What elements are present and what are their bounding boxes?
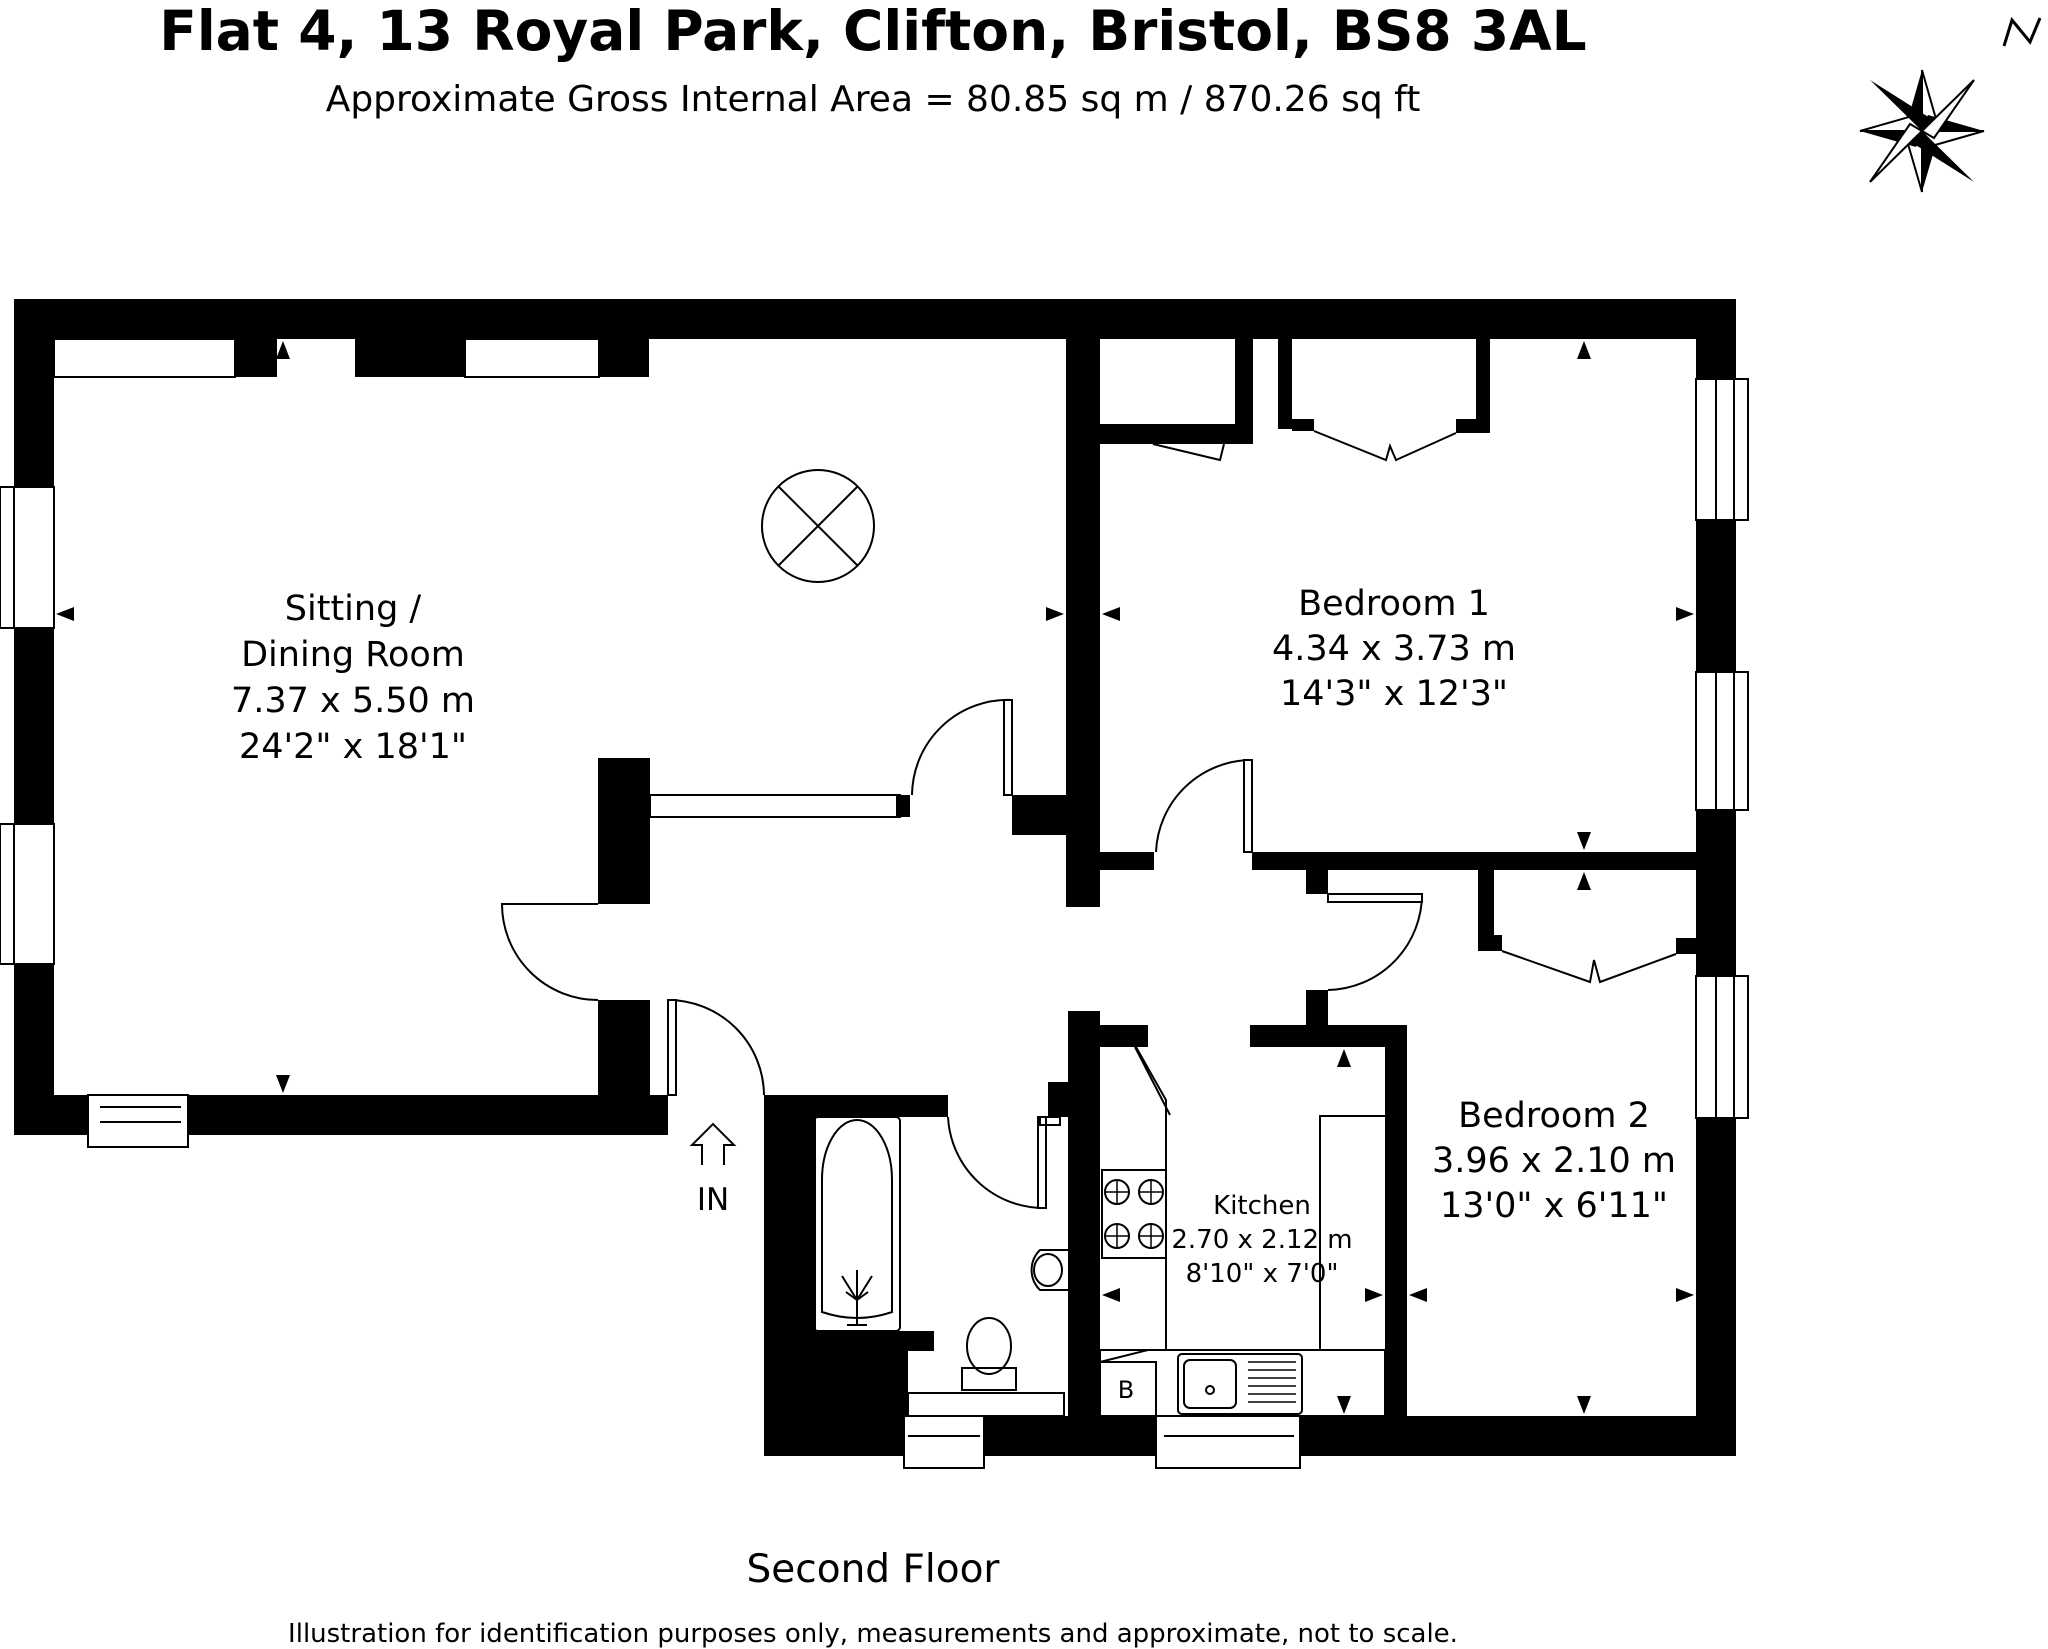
entrance-arrow-icon xyxy=(689,1122,737,1165)
room-size-metric: 4.34 x 3.73 m xyxy=(1272,629,1516,669)
disclaimer: Illustration for identification purposes… xyxy=(288,1619,1458,1649)
room-size-imperial: 13'0" x 6'11" xyxy=(1440,1186,1668,1226)
windows xyxy=(0,338,1749,1469)
room-size-imperial: 24'2" x 18'1" xyxy=(239,727,467,767)
room-size-imperial: 14'3" x 12'3" xyxy=(1280,674,1508,714)
room-name: Bedroom 1 xyxy=(1298,584,1490,624)
page-title: Flat 4, 13 Royal Park, Clifton, Bristol,… xyxy=(159,0,1586,63)
room-label-bedroom-2: Bedroom 2 3.96 x 2.10 m 13'0" x 6'11" xyxy=(1432,1096,1676,1226)
room-name: Dining Room xyxy=(241,635,465,675)
room-name: Bedroom 2 xyxy=(1458,1096,1650,1136)
room-size-imperial: 8'10" x 7'0" xyxy=(1186,1259,1339,1289)
north-label xyxy=(2002,16,2042,47)
compass-icon xyxy=(1859,69,1985,193)
entrance-label: IN xyxy=(697,1182,729,1218)
room-size-metric: 7.37 x 5.50 m xyxy=(231,681,475,721)
room-size-metric: 2.70 x 2.12 m xyxy=(1171,1225,1352,1255)
gross-area: Approximate Gross Internal Area = 80.85 … xyxy=(326,79,1421,120)
room-label-sitting: Sitting / Dining Room 7.37 x 5.50 m 24'2… xyxy=(231,589,475,767)
room-label-bedroom-1: Bedroom 1 4.34 x 3.73 m 14'3" x 12'3" xyxy=(1272,584,1516,714)
room-size-metric: 3.96 x 2.10 m xyxy=(1432,1141,1676,1181)
boiler-label: B xyxy=(1118,1376,1134,1404)
hob-icon xyxy=(1104,1179,1164,1249)
dimension-arrows xyxy=(56,341,1694,1414)
room-label-kitchen: Kitchen 2.70 x 2.12 m 8'10" x 7'0" xyxy=(1171,1191,1352,1289)
room-name: Kitchen xyxy=(1213,1191,1311,1221)
floor-label: Second Floor xyxy=(747,1547,1001,1592)
doors xyxy=(500,430,1677,1210)
room-name: Sitting / xyxy=(285,589,422,629)
walls xyxy=(14,299,1736,1456)
fixtures xyxy=(761,469,1386,1417)
